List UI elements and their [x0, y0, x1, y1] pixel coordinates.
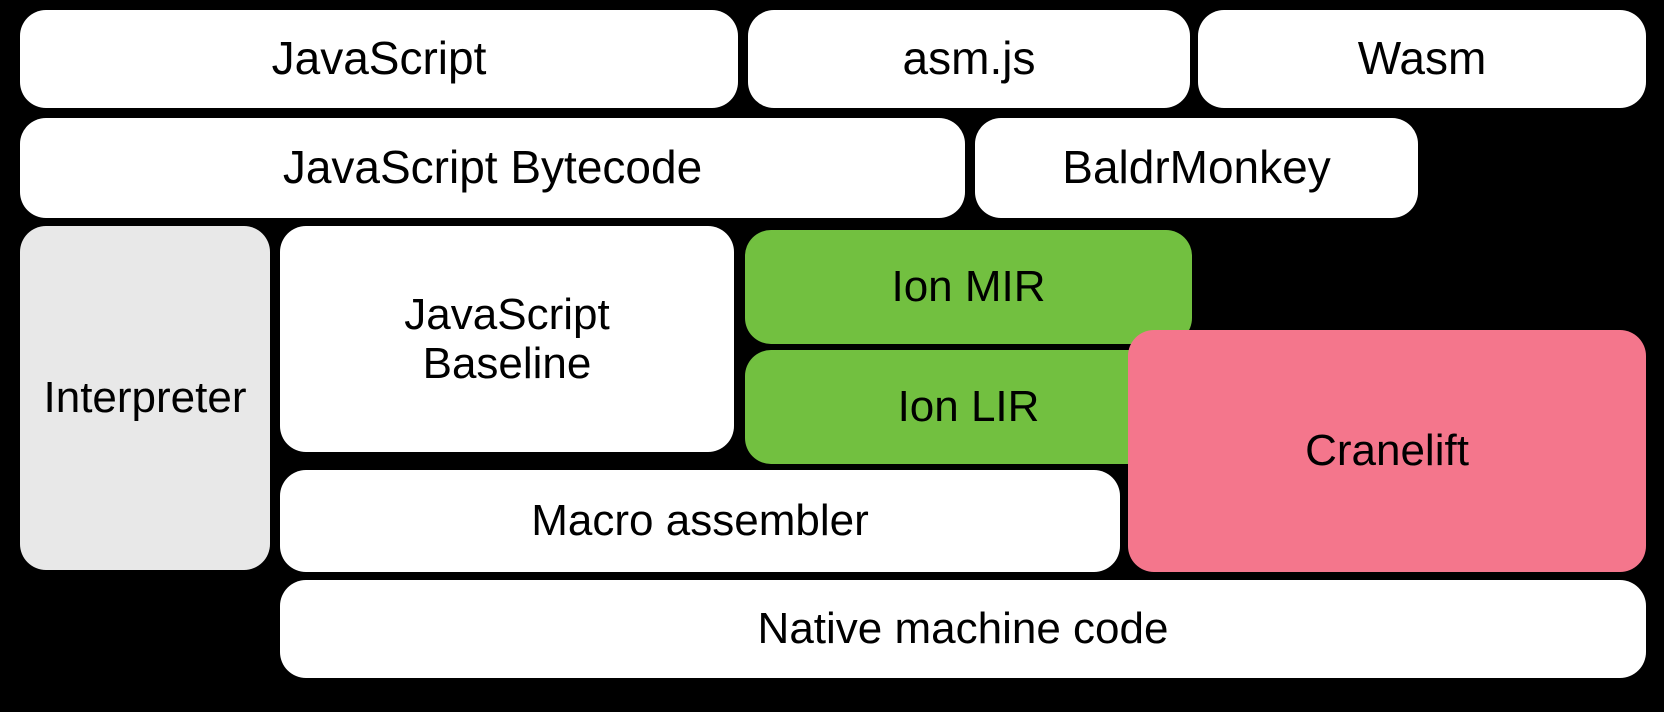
node-wasm: Wasm — [1198, 10, 1646, 108]
node-javascript: JavaScript — [20, 10, 738, 108]
node-macro-assembler: Macro assembler — [280, 470, 1120, 572]
node-javascript-baseline: JavaScript Baseline — [280, 226, 734, 452]
node-native-machine-code: Native machine code — [280, 580, 1646, 678]
node-baldrmonkey: BaldrMonkey — [975, 118, 1418, 218]
node-ion-mir: Ion MIR — [745, 230, 1192, 344]
node-interpreter: Interpreter — [20, 226, 270, 570]
node-cranelift: Cranelift — [1128, 330, 1646, 572]
node-ion-lir: Ion LIR — [745, 350, 1192, 464]
node-javascript-bytecode: JavaScript Bytecode — [20, 118, 965, 218]
node-asm-js: asm.js — [748, 10, 1190, 108]
